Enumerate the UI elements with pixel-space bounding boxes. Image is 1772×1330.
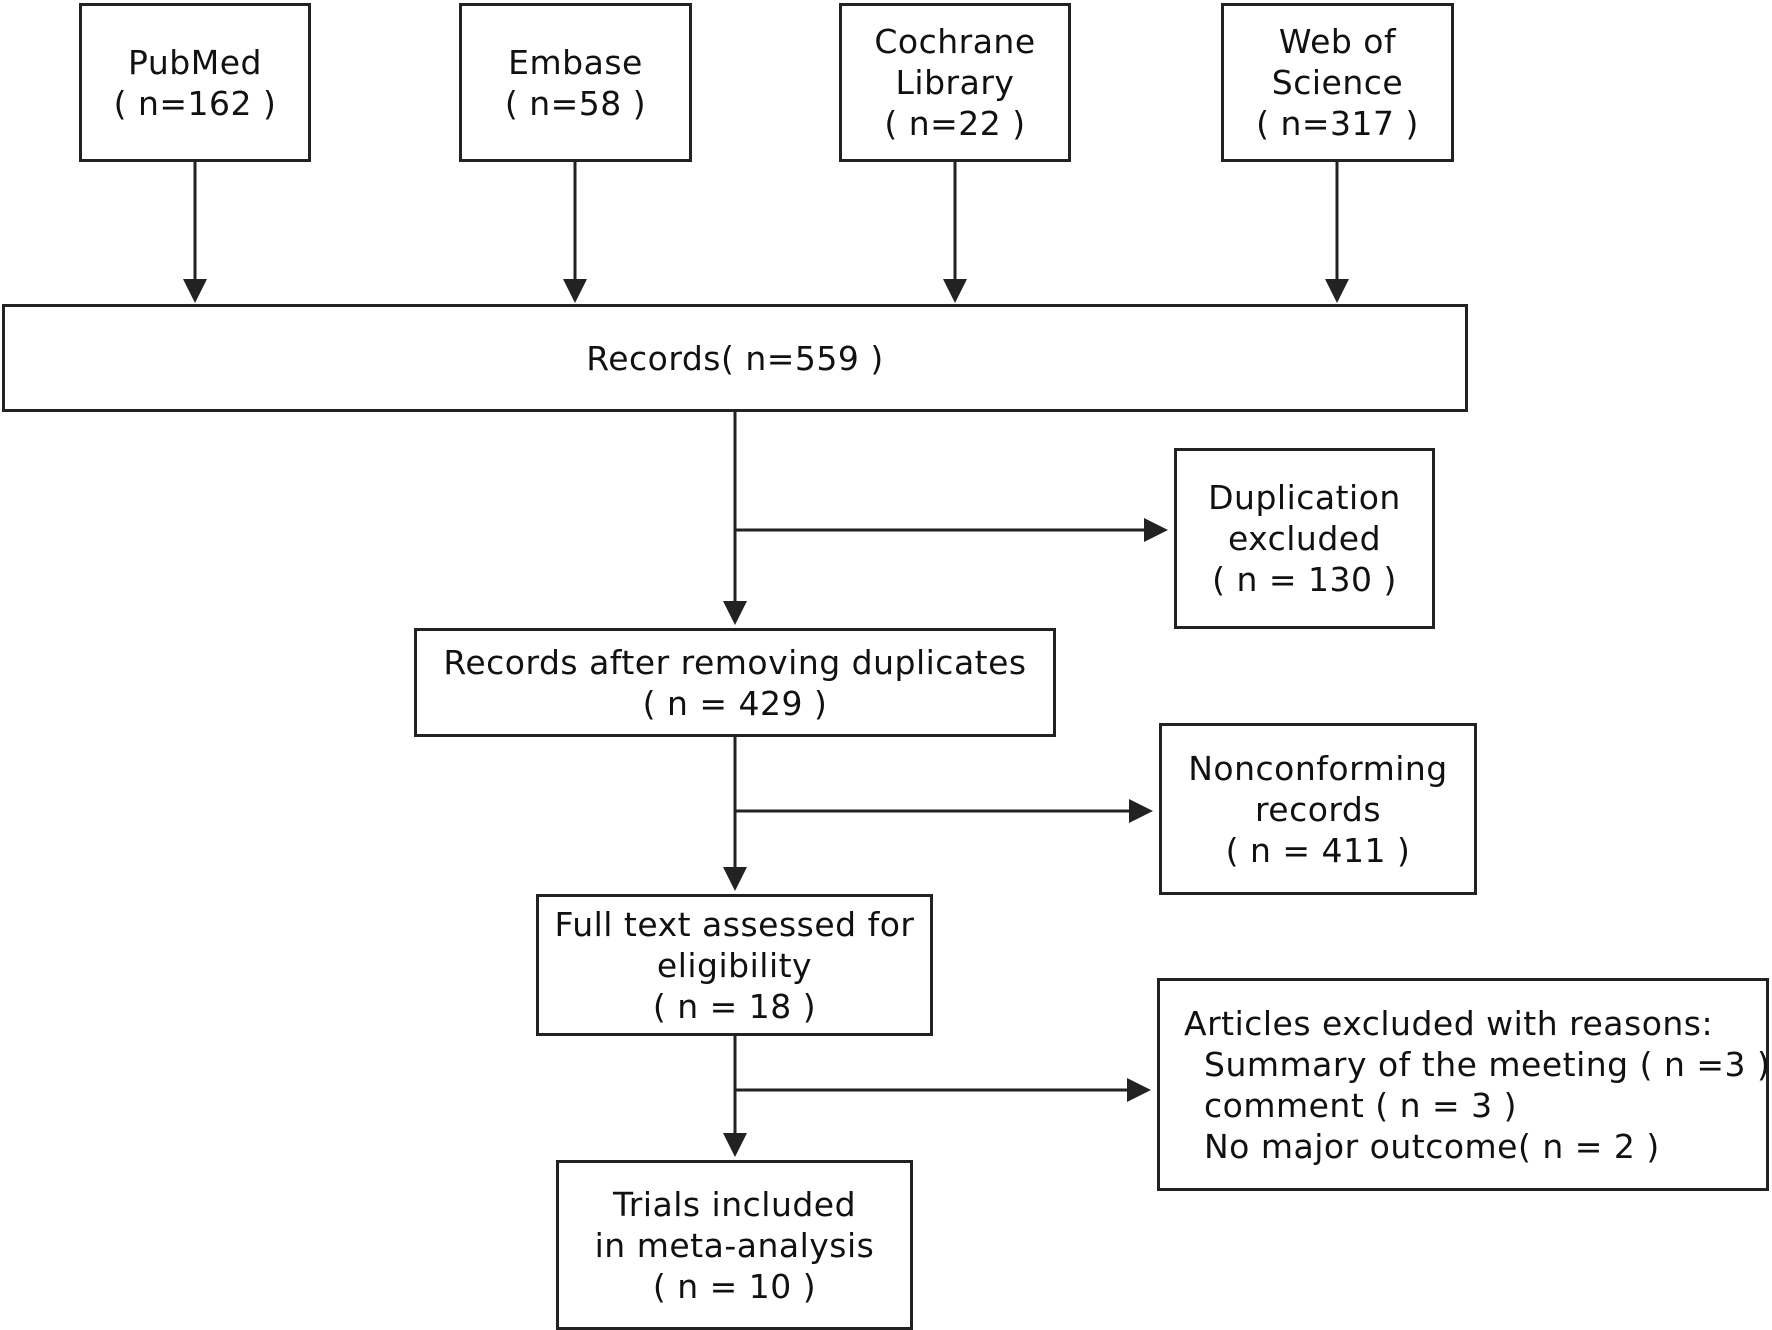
included-count: ( n = 10 )	[652, 1266, 817, 1306]
excluded-reason-item: comment ( n = 3 )	[1204, 1085, 1518, 1125]
source-count: ( n=162 )	[113, 83, 277, 123]
full-text-label: Full text assessed for	[554, 904, 915, 944]
source-count: ( n=22 )	[884, 104, 1026, 143]
excluded-reason-item: Summary of the meeting ( n =3 )	[1204, 1044, 1771, 1084]
source-count: ( n=317 )	[1256, 104, 1419, 143]
source-name: Embase	[508, 42, 643, 82]
nonconforming-label-continued: records	[1254, 789, 1382, 829]
source-box-embase: Embase ( n=58 )	[459, 3, 692, 162]
source-name: Cochrane	[874, 22, 1036, 61]
deduplicated-count: ( n = 429 )	[642, 683, 828, 723]
included-label-continued: in meta-analysis	[594, 1225, 875, 1265]
nonconforming-records-box: Nonconforming records ( n = 411 )	[1159, 723, 1477, 895]
trials-included-box: Trials included in meta-analysis ( n = 1…	[556, 1160, 913, 1330]
deduplicated-label: Records after removing duplicates	[443, 642, 1027, 682]
source-name: Web of	[1278, 22, 1397, 61]
source-box-cochrane: Cochrane Library ( n=22 )	[839, 3, 1071, 162]
records-label: Records( n=559 )	[586, 338, 884, 378]
deduplicated-records-box: Records after removing duplicates ( n = …	[414, 628, 1056, 737]
duplication-excluded-box: Duplication excluded ( n = 130 )	[1174, 448, 1435, 629]
full-text-assessed-box: Full text assessed for eligibility ( n =…	[536, 894, 933, 1036]
nonconforming-count: ( n = 411 )	[1225, 830, 1411, 870]
full-text-count: ( n = 18 )	[652, 986, 817, 1026]
source-box-pubmed: PubMed ( n=162 )	[79, 3, 311, 162]
excluded-reasons-heading: Articles excluded with reasons:	[1184, 1003, 1714, 1043]
source-name-continued: Library	[895, 63, 1015, 102]
nonconforming-label: Nonconforming	[1188, 748, 1448, 788]
source-box-web-of-science: Web of Science ( n=317 )	[1221, 3, 1454, 162]
source-name: PubMed	[128, 42, 262, 82]
duplication-label-continued: excluded	[1227, 519, 1382, 558]
excluded-reason-item: No major outcome( n = 2 )	[1204, 1126, 1660, 1166]
source-count: ( n=58 )	[504, 83, 647, 123]
source-name-continued: Science	[1271, 63, 1404, 102]
records-box: Records( n=559 )	[2, 304, 1468, 412]
full-text-label-continued: eligibility	[656, 945, 813, 985]
included-label: Trials included	[612, 1184, 857, 1224]
duplication-label: Duplication	[1208, 478, 1401, 517]
excluded-reasons-box: Articles excluded with reasons: Summary …	[1157, 978, 1771, 1191]
duplication-count: ( n = 130 )	[1212, 560, 1397, 599]
